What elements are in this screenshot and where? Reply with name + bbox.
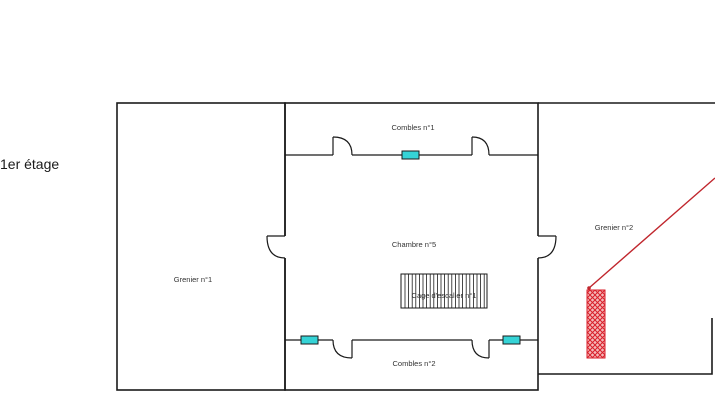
label-cage-escalier: Cage d'escalier n°1: [412, 291, 477, 300]
label-chambre-5: Chambre n°5: [392, 240, 436, 249]
hatched-element: [586, 289, 606, 359]
staircase-icon: [400, 273, 488, 309]
pointer-line: [588, 177, 715, 289]
room-grenier-1: [116, 102, 286, 391]
window-bottom-left-icon: [300, 335, 319, 345]
label-grenier-1: Grenier n°1: [174, 275, 212, 284]
label-combles-2: Combles n°2: [392, 359, 435, 368]
window-bottom-right-icon: [502, 335, 521, 345]
pointer-dot-icon: [587, 286, 591, 290]
door-arc-top-left-icon: [332, 136, 353, 156]
window-top-icon: [401, 150, 420, 160]
door-arc-bottom-left-icon: [332, 339, 353, 359]
door-arc-top-right-icon: [471, 136, 490, 156]
door-arc-left-icon: [266, 235, 287, 259]
label-grenier-2: Grenier n°2: [595, 223, 633, 232]
label-combles-1: Combles n°1: [391, 123, 434, 132]
floor-label: 1er étage: [0, 156, 60, 172]
room-grenier-2: [538, 102, 715, 375]
door-arc-right-icon: [536, 235, 557, 259]
door-arc-bottom-right-icon: [471, 339, 490, 359]
